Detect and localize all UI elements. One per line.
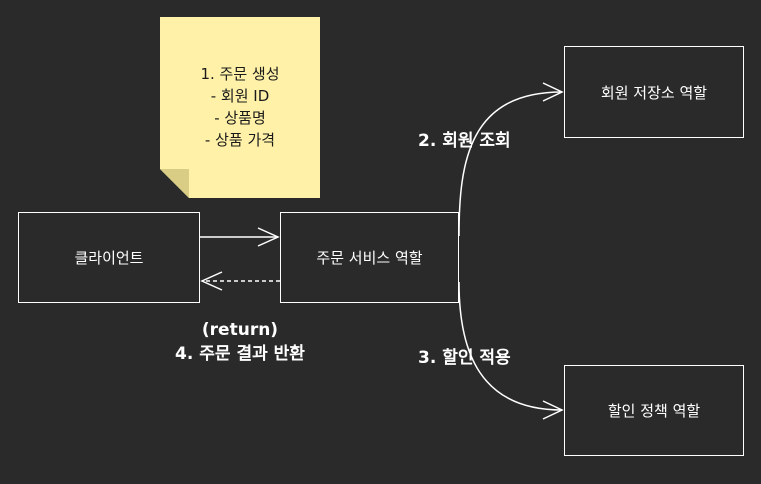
return-result-label: 4. 주문 결과 반환	[175, 344, 305, 364]
order-service-box[interactable]: 주문 서비스 역할	[280, 212, 459, 303]
order-to-member-arrow	[458, 91, 563, 237]
note-text: 1. 주문 생성 - 회원 ID - 상품명 - 상품 가격	[160, 63, 320, 151]
note-line-product-name: - 상품명	[214, 109, 266, 127]
return-label-group: (return) 4. 주문 결과 반환	[150, 318, 330, 366]
client-box[interactable]: 클라이언트	[18, 212, 200, 303]
note-line-title: 1. 주문 생성	[200, 65, 280, 83]
client-label: 클라이언트	[74, 249, 144, 267]
member-lookup-label: 2. 회원 조회	[418, 131, 511, 151]
note-line-member-id: - 회원 ID	[210, 87, 270, 105]
note-line-product-price: - 상품 가격	[204, 131, 276, 149]
return-arrowhead	[200, 271, 223, 291]
member-repository-label: 회원 저장소 역할	[600, 83, 708, 102]
order-to-discount-arrow	[458, 281, 563, 411]
apply-discount-label: 3. 할인 적용	[418, 348, 511, 368]
return-tag-label: (return)	[201, 320, 279, 340]
member-repository-box[interactable]: 회원 저장소 역할	[564, 46, 744, 138]
discount-policy-label: 할인 정책 역할	[607, 402, 701, 420]
order-creation-note: 1. 주문 생성 - 회원 ID - 상품명 - 상품 가격	[160, 17, 320, 198]
order-to-discount-arrowhead	[542, 400, 564, 420]
order-to-member-arrowhead	[542, 82, 564, 102]
order-service-label: 주문 서비스 역할	[316, 249, 423, 267]
discount-policy-box[interactable]: 할인 정책 역할	[564, 365, 744, 456]
note-shape	[160, 17, 320, 198]
client-to-order-arrowhead	[257, 227, 280, 247]
